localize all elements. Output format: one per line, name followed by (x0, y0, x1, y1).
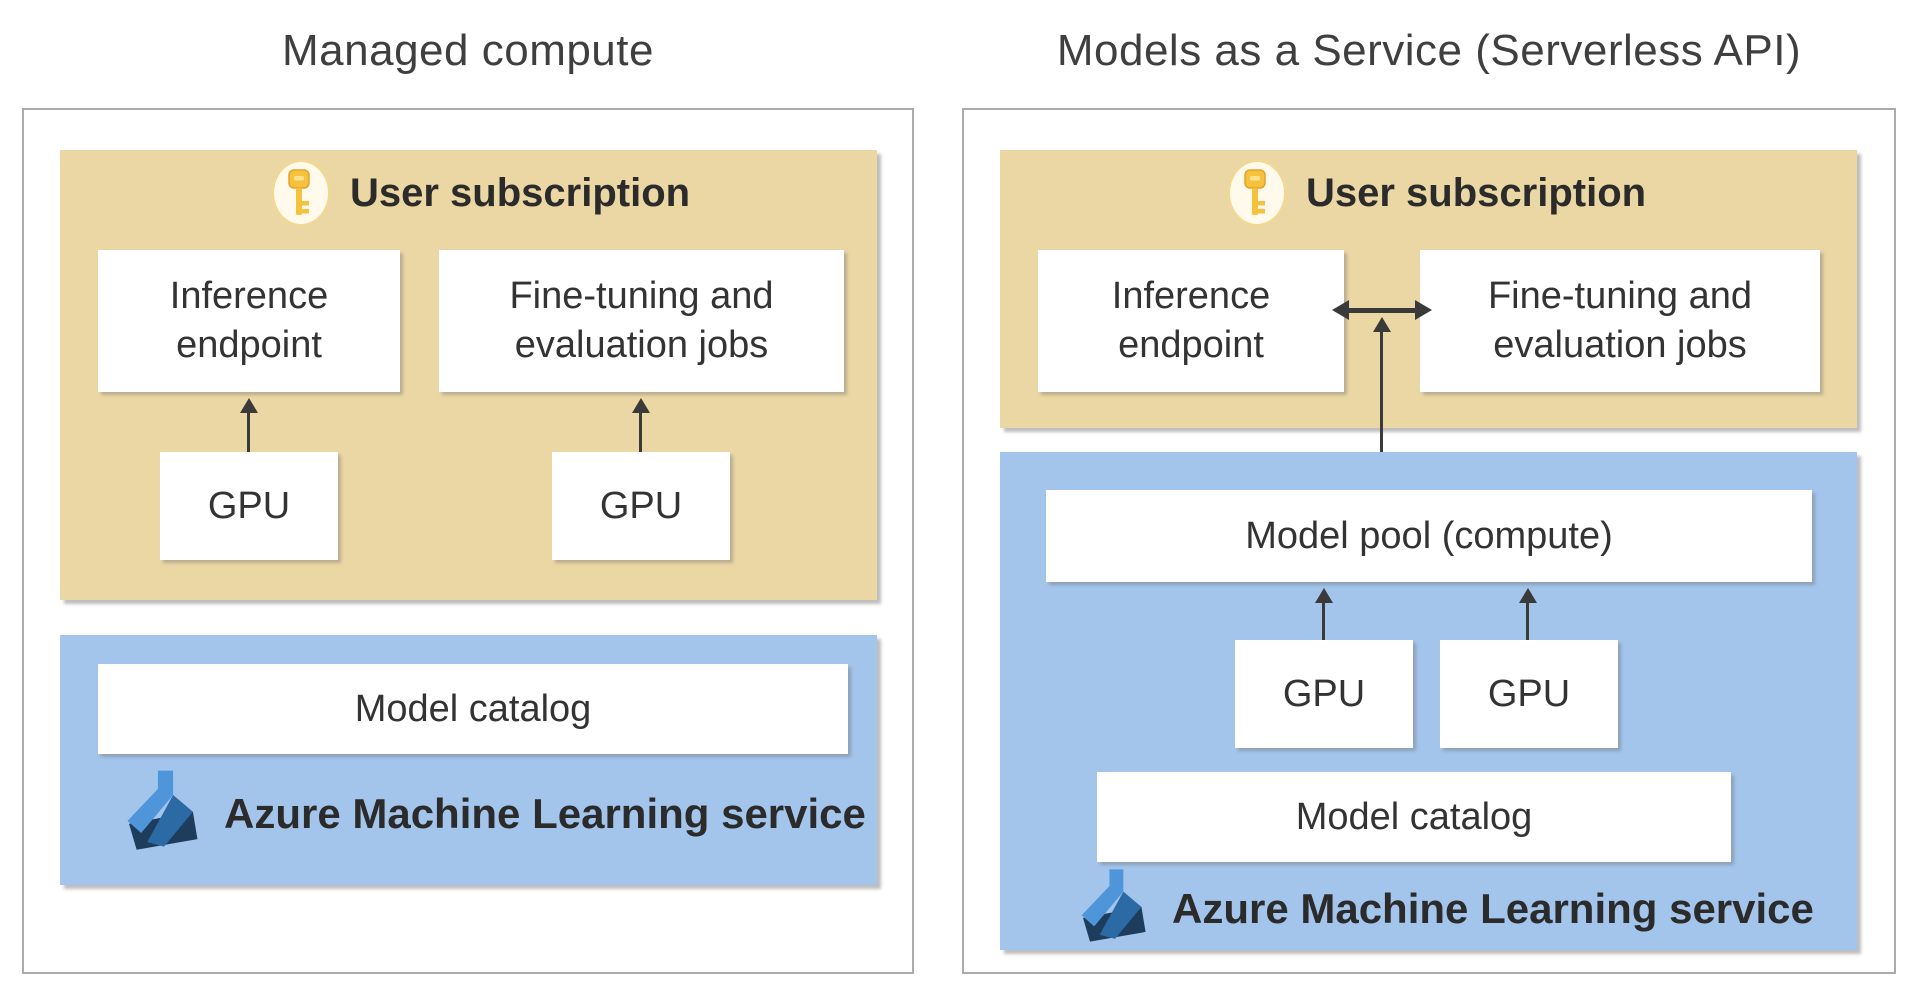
right-gpu-box-2: GPU (1440, 640, 1618, 748)
azure-ml-flask-icon (1081, 869, 1146, 942)
left-gpu-box-1: GPU (160, 452, 338, 560)
arrow-up-icon (1315, 588, 1333, 603)
arrow-up-icon (1373, 317, 1391, 332)
right-finetuning-label: Fine-tuning and evaluation jobs (1487, 275, 1753, 366)
model-pool-label: Model pool (compute) (1245, 514, 1613, 557)
right-inference-endpoint-box: Inference endpoint (1038, 250, 1344, 392)
double-arrow-icon (1415, 300, 1432, 320)
arrow-up-icon (1519, 588, 1537, 603)
model-catalog-label: Model catalog (354, 687, 592, 730)
gpu-label: GPU (1487, 672, 1571, 715)
connector-line (1380, 330, 1383, 491)
left-subscription-header: User subscription (272, 160, 690, 226)
left-inference-endpoint-box: Inference endpoint (98, 250, 400, 392)
connector-line (247, 411, 250, 452)
arrow-up-icon (632, 398, 650, 413)
connector-line (1526, 601, 1529, 640)
connector-line (1322, 601, 1325, 640)
azure-ml-flask-icon (127, 770, 198, 850)
double-arrow-icon (1332, 300, 1349, 320)
arrow-up-icon (240, 398, 258, 413)
connector-line (1347, 308, 1417, 313)
left-finetuning-label: Fine-tuning and evaluation jobs (509, 275, 774, 366)
gpu-label: GPU (599, 484, 683, 527)
connector-line (639, 411, 642, 452)
left-model-catalog-box: Model catalog (98, 664, 848, 754)
right-subscription-header: User subscription (1228, 160, 1646, 226)
key-icon (272, 160, 330, 226)
right-gpu-box-1: GPU (1235, 640, 1413, 748)
right-panel-title: Models as a Service (Serverless API) (1056, 26, 1802, 75)
right-model-catalog-box: Model catalog (1097, 772, 1731, 862)
left-service-label: Azure Machine Learning service (224, 790, 866, 837)
right-subscription-label: User subscription (1306, 170, 1647, 215)
gpu-label: GPU (1282, 672, 1366, 715)
right-service-label: Azure Machine Learning service (1172, 885, 1814, 932)
left-panel-title: Managed compute (282, 26, 654, 75)
right-service-row: Azure Machine Learning service (1080, 868, 1814, 950)
gpu-label: GPU (207, 484, 291, 527)
left-service-row: Azure Machine Learning service (126, 766, 866, 862)
model-catalog-label: Model catalog (1295, 795, 1533, 838)
left-finetuning-box: Fine-tuning and evaluation jobs (439, 250, 844, 392)
left-subscription-label: User subscription (350, 170, 691, 215)
right-inference-endpoint-label: Inference endpoint (1111, 275, 1271, 366)
left-gpu-box-2: GPU (552, 452, 730, 560)
right-finetuning-box: Fine-tuning and evaluation jobs (1420, 250, 1820, 392)
key-icon (1228, 160, 1286, 226)
left-inference-endpoint-label: Inference endpoint (169, 275, 329, 366)
right-model-pool-box: Model pool (compute) (1046, 490, 1812, 582)
